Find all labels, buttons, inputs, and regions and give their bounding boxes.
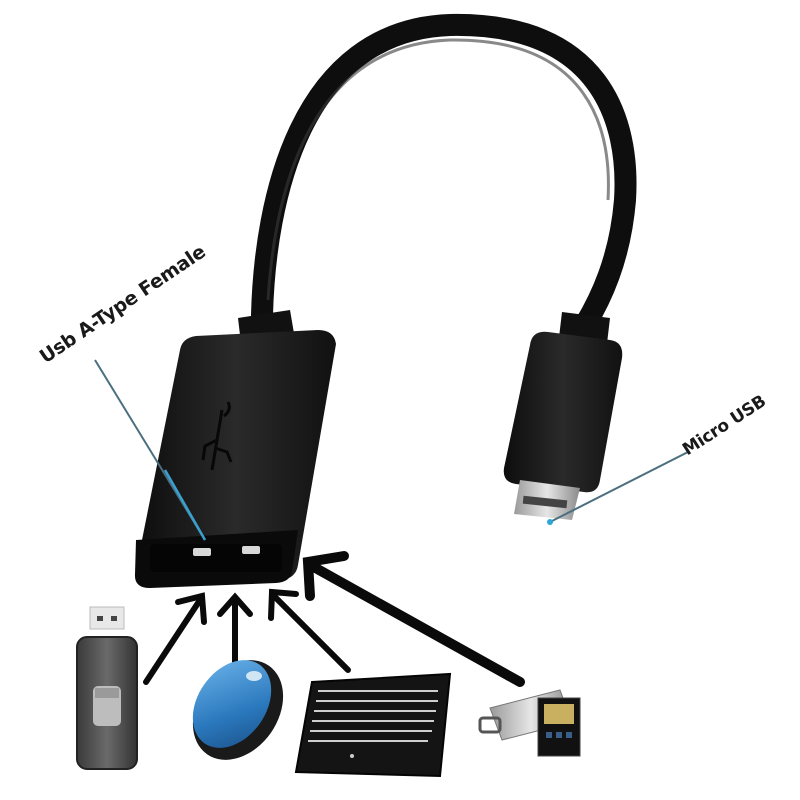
- usb-a-female-connector: [134, 330, 336, 588]
- arrow-keyboard: [268, 588, 351, 673]
- contact-pin: [193, 548, 211, 556]
- arrow-card-reader: [302, 551, 525, 687]
- callout-line-usb-a-highlight: [163, 469, 207, 541]
- micro-usb-connector: [503, 312, 623, 520]
- arrow-drive: [143, 592, 207, 685]
- cable: [251, 13, 637, 336]
- arrow-mouse: [217, 592, 253, 671]
- connection-arrows: [143, 551, 525, 687]
- card-reader-icon: [478, 689, 581, 757]
- contact-pin: [242, 546, 260, 554]
- usb-flash-drive-icon: [76, 606, 138, 770]
- callout-line-micro-usb: [549, 451, 689, 523]
- usb-trident-icon: [201, 401, 233, 471]
- keyboard-icon: [294, 672, 452, 778]
- mouse-icon: [192, 660, 284, 760]
